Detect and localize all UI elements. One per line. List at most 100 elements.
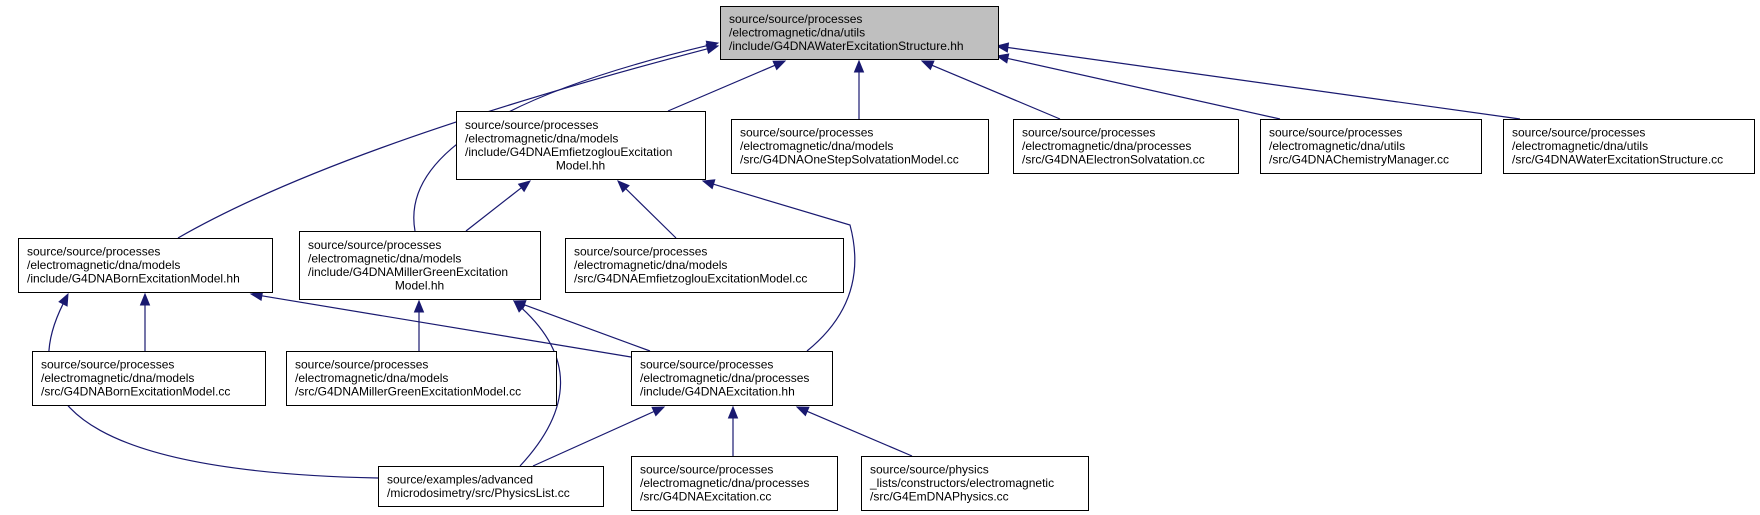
- edge-line: [48, 303, 379, 479]
- arrowhead-icon: [772, 60, 787, 71]
- node-label-line: source/source/processes: [1512, 126, 1645, 140]
- node-box: [720, 6, 999, 60]
- node-chemmanager_cc[interactable]: source/source/processes/electromagnetic/…: [1260, 119, 1482, 174]
- arrowhead-icon: [617, 180, 630, 193]
- edge-line: [931, 64, 1061, 120]
- node-millergreen_cc[interactable]: source/source/processes/electromagnetic/…: [286, 351, 557, 406]
- node-label-line: /include/G4DNAWaterExcitationStructure.h…: [729, 39, 964, 53]
- node-label-line: source/source/processes: [574, 245, 707, 259]
- node-label-line: source/source/processes: [729, 12, 862, 26]
- node-label-line: Model.hh: [556, 158, 605, 172]
- node-label-line: /electromagnetic/dna/utils: [1512, 139, 1648, 153]
- node-label-line: /electromagnetic/dna/models: [295, 371, 448, 385]
- node-label-line: /electromagnetic/dna/utils: [729, 26, 865, 40]
- edge-millergreen_cc-to-millergreen_hh: [413, 299, 425, 351]
- arrowhead-icon: [701, 179, 716, 190]
- arrowhead-icon: [705, 40, 720, 51]
- node-label-line: /microdosimetry/src/PhysicsList.cc: [387, 486, 570, 500]
- edge-excitation_cc-to-excitation_hh: [727, 405, 739, 456]
- edge-line: [1007, 46, 1521, 120]
- node-box: [456, 111, 706, 180]
- node-label-line: /src/G4DNAEmfietzoglouExcitationModel.cc: [574, 272, 807, 286]
- nodes: source/source/processes/electromagnetic/…: [18, 6, 1755, 511]
- edge-excitation_hh-to-millergreen_hh: [512, 300, 651, 352]
- arrowhead-icon: [651, 406, 666, 417]
- edge-chemmanager_cc-to-root: [995, 53, 1281, 120]
- edge-line: [667, 64, 776, 112]
- node-label-line: /include/G4DNAEmfietzoglouExcitation: [465, 145, 672, 159]
- arrowhead-icon: [727, 405, 739, 419]
- node-label-line: source/source/processes: [640, 358, 773, 372]
- node-excitation_hh[interactable]: source/source/processes/electromagnetic/…: [631, 351, 833, 406]
- node-box: [731, 119, 989, 174]
- arrowhead-icon: [853, 59, 865, 73]
- edge-physicslist_cc-to-millergreen_hh: [513, 300, 562, 467]
- node-electronsolv_cc[interactable]: source/source/processes/electromagnetic/…: [1013, 119, 1239, 174]
- node-emfietzoglou_hh[interactable]: source/source/processes/electromagnetic/…: [456, 111, 706, 180]
- node-label-line: /src/G4DNABornExcitationModel.cc: [41, 385, 230, 399]
- node-label-line: /electromagnetic/dna/models: [308, 251, 461, 265]
- node-label-line: source/source/processes: [41, 358, 174, 372]
- edge-line: [1007, 57, 1281, 120]
- edge-line: [625, 188, 677, 239]
- edge-waterexc_cc-to-root: [995, 42, 1521, 120]
- edge-line: [465, 187, 522, 232]
- node-label-line: source/source/processes: [1022, 126, 1155, 140]
- node-box: [565, 238, 844, 293]
- node-label-line: /src/G4DNAOneStepSolvatationModel.cc: [740, 153, 959, 167]
- node-label-line: /include/G4DNABornExcitationModel.hh: [27, 272, 240, 286]
- node-label-line: /src/G4DNAChemistryManager.cc: [1269, 153, 1449, 167]
- node-box: [286, 351, 557, 406]
- edge-line: [532, 410, 655, 467]
- node-label-line: source/examples/advanced: [387, 472, 533, 486]
- node-emfietzoglou_cc[interactable]: source/source/processes/electromagnetic/…: [565, 238, 844, 293]
- node-box: [378, 466, 604, 507]
- node-label-line: /src/G4DNAWaterExcitationStructure.cc: [1512, 153, 1723, 167]
- node-label-line: source/source/processes: [465, 118, 598, 132]
- edge-line: [177, 48, 708, 239]
- node-label-line: /electromagnetic/dna/models: [574, 258, 727, 272]
- arrowhead-icon: [995, 42, 1010, 53]
- edge-line: [261, 295, 632, 358]
- node-born_cc[interactable]: source/source/processes/electromagnetic/…: [32, 351, 266, 406]
- node-label-line: /electromagnetic/dna/models: [740, 139, 893, 153]
- node-box: [631, 456, 838, 511]
- node-box: [18, 238, 273, 293]
- edge-emdnaphysics_cc-to-excitation_hh: [795, 406, 913, 457]
- node-box: [1503, 119, 1755, 174]
- node-label-line: /electromagnetic/dna/models: [41, 371, 194, 385]
- edge-physicslist_cc-to-born_hh: [48, 292, 379, 479]
- node-box: [299, 231, 541, 300]
- node-excitation_cc[interactable]: source/source/processes/electromagnetic/…: [631, 456, 838, 511]
- node-emdnaphysics_cc[interactable]: source/source/physics_lists/constructors…: [861, 456, 1089, 511]
- node-root[interactable]: source/source/processes/electromagnetic/…: [720, 6, 999, 60]
- node-label-line: /electromagnetic/dna/processes: [1022, 139, 1191, 153]
- edge-excitation_hh-to-born_hh: [249, 290, 632, 358]
- node-label-line: /electromagnetic/dna/utils: [1269, 139, 1405, 153]
- node-label-line: source/source/physics: [870, 463, 989, 477]
- arrowhead-icon: [795, 406, 810, 417]
- node-born_hh[interactable]: source/source/processes/electromagnetic/…: [18, 238, 273, 293]
- node-millergreen_hh[interactable]: source/source/processes/electromagnetic/…: [299, 231, 541, 300]
- arrowhead-icon: [920, 60, 935, 71]
- node-waterexc_cc[interactable]: source/source/processes/electromagnetic/…: [1503, 119, 1755, 174]
- node-label-line: /electromagnetic/dna/models: [27, 258, 180, 272]
- node-box: [1260, 119, 1482, 174]
- arrowhead-icon: [513, 300, 526, 313]
- arrowhead-icon: [58, 292, 69, 307]
- node-label-line: source/source/processes: [740, 126, 873, 140]
- arrowhead-icon: [139, 292, 151, 306]
- node-label-line: /include/G4DNAExcitation.hh: [640, 385, 795, 399]
- node-label-line: Model.hh: [395, 278, 444, 292]
- node-box: [1013, 119, 1239, 174]
- node-label-line: source/source/processes: [27, 245, 160, 259]
- edge-excitation_hh-to-emfietzoglou_hh: [701, 179, 856, 352]
- node-physicslist_cc[interactable]: source/examples/advanced/microdosimetry/…: [378, 466, 604, 507]
- node-onestep_cc[interactable]: source/source/processes/electromagnetic/…: [731, 119, 989, 174]
- edge-emfietzoglou_hh-to-root: [667, 60, 787, 112]
- node-label-line: /src/G4DNAElectronSolvatation.cc: [1022, 153, 1205, 167]
- node-label-line: /src/G4DNAExcitation.cc: [640, 490, 771, 504]
- node-label-line: /src/G4EmDNAPhysics.cc: [870, 490, 1009, 504]
- edge-emfietzoglou_cc-to-emfietzoglou_hh: [617, 180, 677, 239]
